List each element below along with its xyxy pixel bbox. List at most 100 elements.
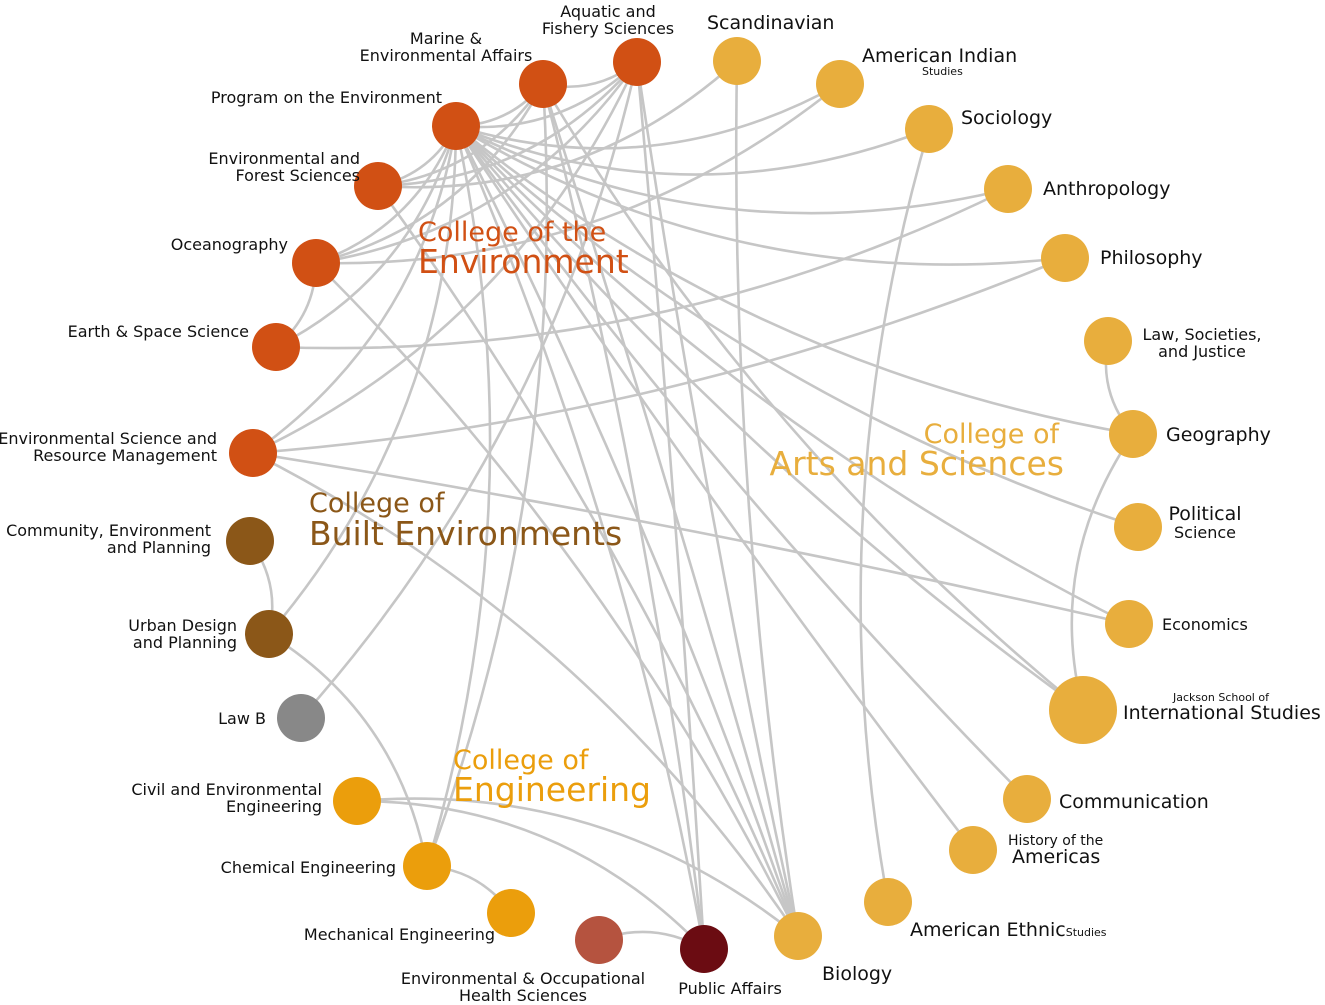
label-ess-line1: Earth & Space Science: [68, 322, 249, 341]
node-jsis[interactable]: [1049, 676, 1117, 744]
label-mech-line1: Mechanical Engineering: [304, 925, 495, 944]
node-poe[interactable]: [432, 102, 480, 150]
node-lawb[interactable]: [277, 694, 325, 742]
node-marine[interactable]: [519, 60, 567, 108]
label-poe: Program on the Environment: [211, 88, 442, 107]
label-marine-line1: Marine &: [410, 29, 482, 48]
label-soc: Sociology: [961, 107, 1052, 129]
node-scan[interactable]: [713, 37, 761, 85]
edge-poe-polisci: [455, 125, 1139, 529]
edge-geog-jsis: [1070, 433, 1135, 711]
edge-marine-bio: [541, 83, 800, 937]
edge-civil-bio: [356, 797, 799, 938]
node-econ[interactable]: [1105, 600, 1153, 648]
edge-marine-pa: [541, 83, 706, 950]
node-aes[interactable]: [864, 878, 912, 926]
label-phil-line1: Philosophy: [1100, 247, 1203, 269]
node-cep[interactable]: [226, 517, 274, 565]
college-environment-line2: Environment: [418, 242, 629, 281]
label-marine: Marine &Environmental Affairs: [360, 29, 533, 65]
node-polisci[interactable]: [1114, 503, 1162, 551]
label-hoa-main: Americas: [1012, 846, 1100, 868]
node-soc[interactable]: [905, 105, 953, 153]
edge-marine-chem: [425, 83, 549, 867]
node-civil[interactable]: [333, 777, 381, 825]
edge-marine-ocean: [315, 83, 545, 265]
node-aquatic[interactable]: [613, 38, 661, 86]
edge-poe-anth: [455, 124, 1009, 215]
label-anth: Anthropology: [1043, 178, 1170, 200]
edge-ocean-bio: [315, 262, 800, 937]
node-ess[interactable]: [252, 323, 300, 371]
label-lsj: Law, Societies,and Justice: [1143, 325, 1262, 361]
label-geog-line1: Geography: [1166, 424, 1271, 446]
edge-marine-jsis: [541, 83, 1084, 712]
college-arts-line2: Arts and Sciences: [770, 444, 1064, 483]
label-aes-sub: Studies: [1066, 926, 1107, 939]
node-comm[interactable]: [1003, 775, 1051, 823]
node-chem[interactable]: [403, 842, 451, 890]
label-ocean-line1: Oceanography: [171, 235, 288, 254]
node-bio[interactable]: [774, 912, 822, 960]
node-hoa[interactable]: [949, 826, 997, 874]
label-ais-sub: Studies: [922, 65, 963, 78]
label-scan-line1: Scandinavian: [707, 12, 834, 34]
node-phil[interactable]: [1041, 234, 1089, 282]
label-poe-line1: Program on the Environment: [211, 88, 442, 107]
node-udp[interactable]: [245, 610, 293, 658]
label-udp-line1: Urban Design: [128, 616, 237, 635]
edge-poe-econ: [455, 125, 1130, 626]
node-esrm[interactable]: [229, 429, 277, 477]
node-mech[interactable]: [487, 889, 535, 937]
edge-poe-udp: [268, 125, 458, 635]
label-civil-line2: Engineering: [226, 797, 322, 816]
edge-esrm-econ: [252, 451, 1130, 626]
label-efs-line2: Forest Sciences: [235, 166, 360, 185]
label-marine-line2: Environmental Affairs: [360, 46, 533, 65]
label-polisci-line1: Political: [1168, 503, 1241, 525]
edge-efs-scan: [377, 60, 738, 189]
node-geog[interactable]: [1109, 410, 1157, 458]
nodes-layer: [226, 37, 1162, 973]
label-polisci-main: Science: [1174, 523, 1236, 542]
node-eohs[interactable]: [575, 916, 623, 964]
label-geog: Geography: [1166, 424, 1271, 446]
node-anth[interactable]: [984, 165, 1032, 213]
label-hoa-line1: History of the: [1008, 833, 1103, 849]
edge-ocean-ais: [315, 82, 841, 265]
edge-poe-soc: [455, 124, 930, 176]
college-engineering-line2: Engineering: [453, 770, 651, 809]
college-arts-line1: College of: [924, 419, 1061, 450]
node-lsj[interactable]: [1084, 317, 1132, 365]
label-anth-line1: Anthropology: [1043, 178, 1170, 200]
node-efs[interactable]: [354, 162, 402, 210]
label-esrm-line1: Environmental Science and: [0, 429, 217, 448]
label-chem: Chemical Engineering: [221, 858, 396, 877]
label-udp-line2: and Planning: [133, 633, 237, 652]
node-ocean[interactable]: [292, 239, 340, 287]
edge-esrm-bio: [252, 451, 800, 937]
edges-layer: [248, 60, 1139, 951]
label-cep-line2: and Planning: [107, 538, 211, 557]
label-jsis-line1: Jackson School of: [1172, 691, 1270, 704]
label-lsj-line2: and Justice: [1158, 342, 1246, 361]
label-econ-line1: Economics: [1162, 615, 1248, 634]
label-civil-line1: Civil and Environmental: [131, 780, 322, 799]
college-of-the-environment-label: College of the Environment: [418, 217, 629, 281]
edge-aquatic-efs: [377, 61, 638, 188]
label-aquatic-line1: Aquatic and: [560, 2, 655, 21]
node-pa[interactable]: [680, 925, 728, 973]
node-ais[interactable]: [816, 60, 864, 108]
edge-soc-aes: [859, 128, 931, 903]
label-phil: Philosophy: [1100, 247, 1203, 269]
